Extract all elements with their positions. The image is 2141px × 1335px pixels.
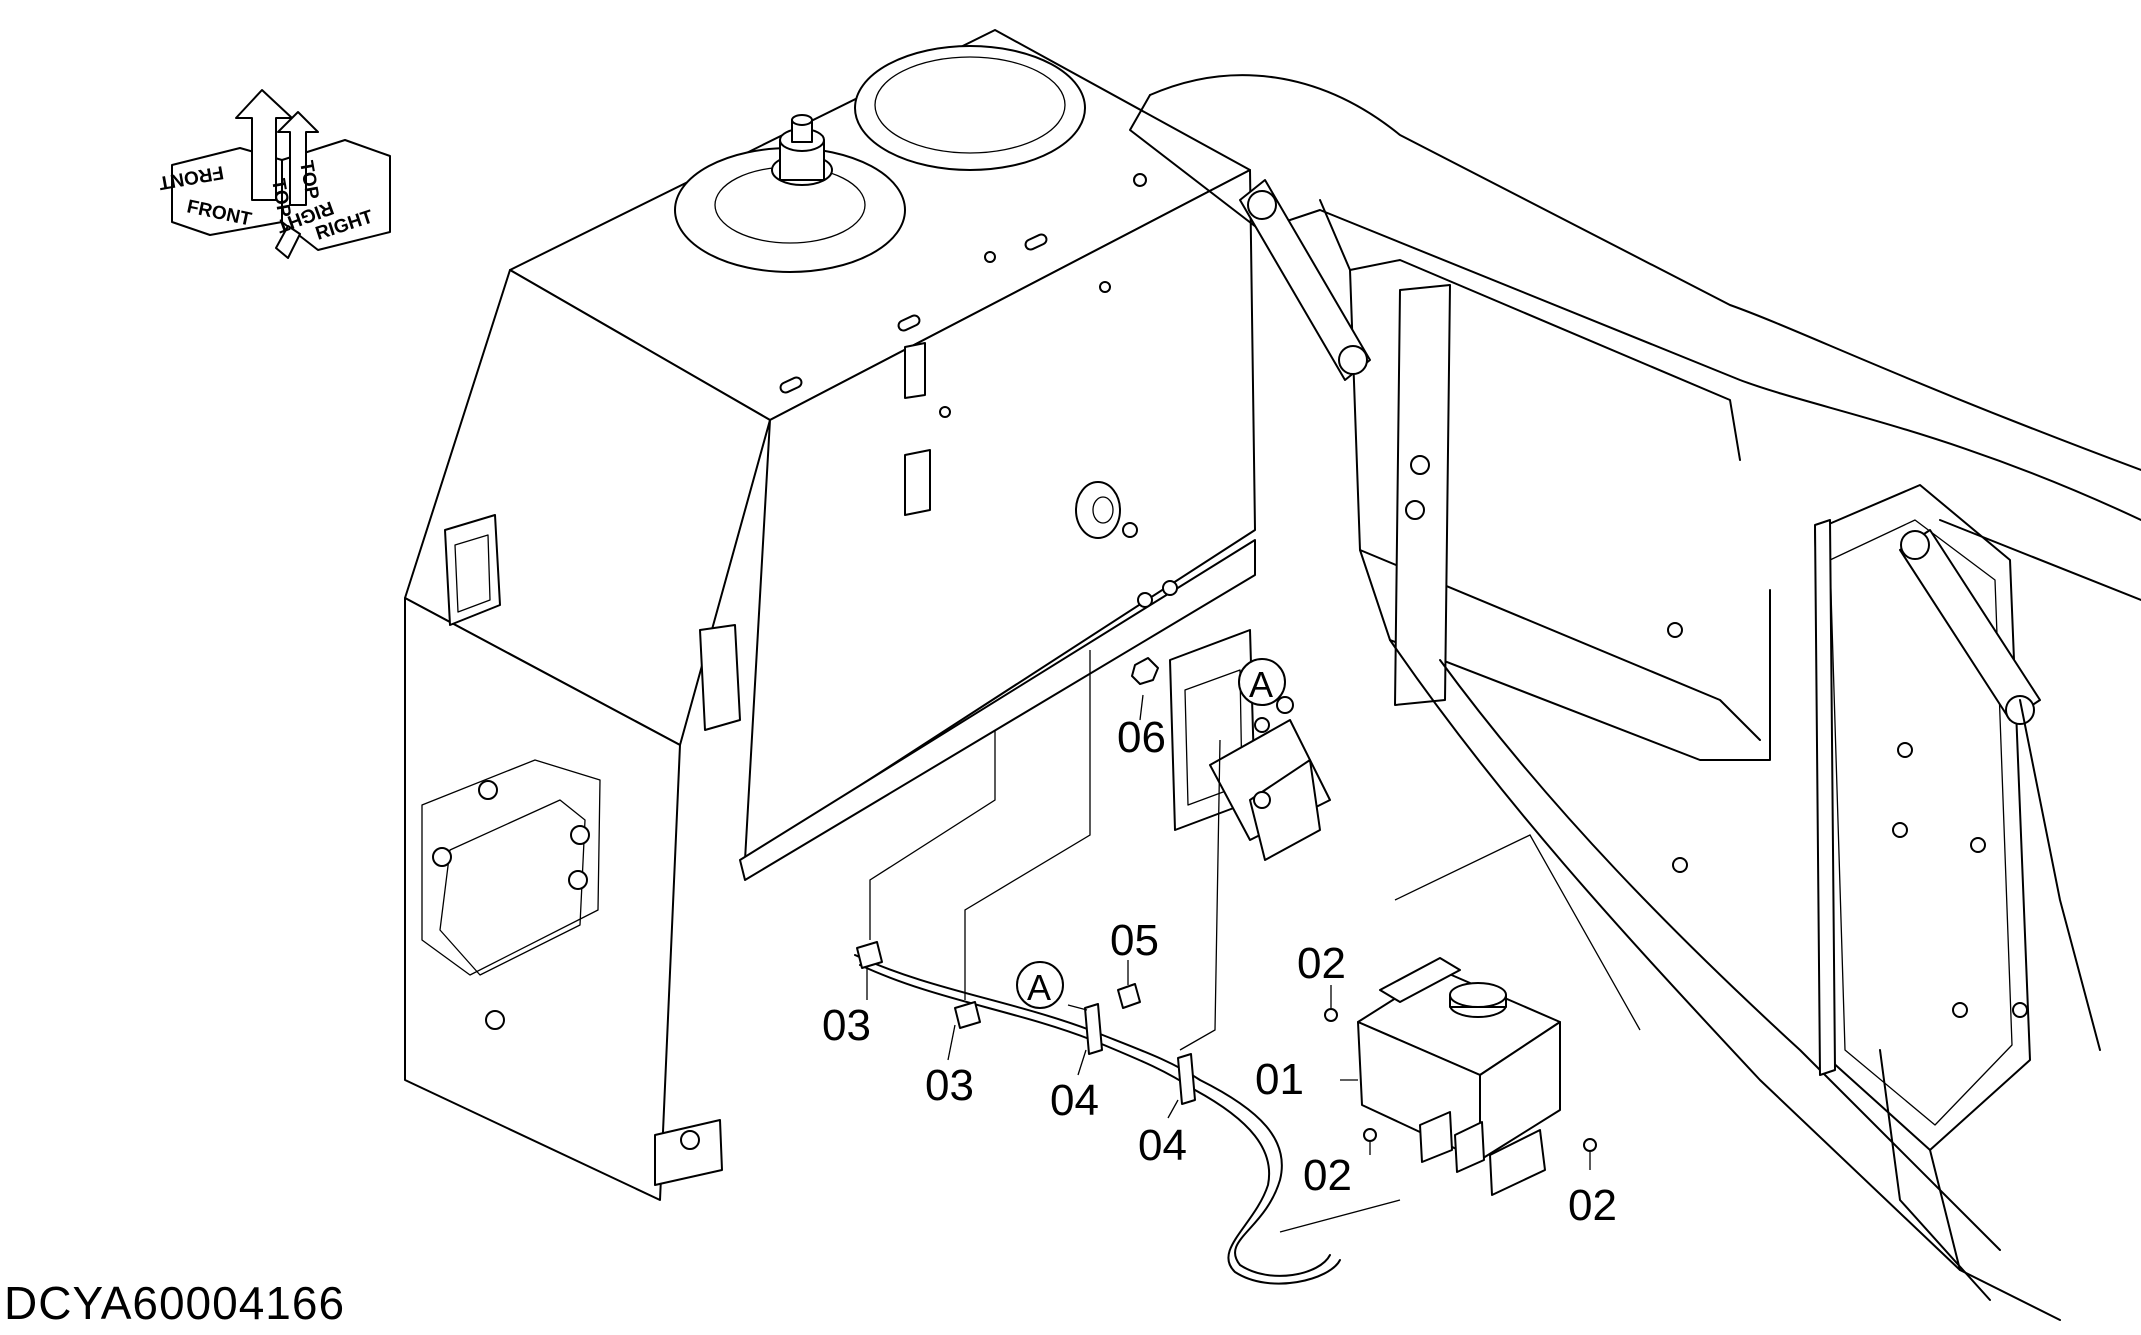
top-caps (674, 45, 1086, 273)
callout-05: 05 (1110, 916, 1159, 965)
callout-04-b: 04 (1138, 1121, 1187, 1170)
callout-02-top: 02 (1297, 939, 1346, 988)
nut-06 (1131, 657, 1159, 685)
callout-04-a: 04 (1050, 1076, 1099, 1125)
arm-frame (1129, 74, 2141, 1321)
detail-a-label-lower: A (1027, 967, 1051, 1008)
detail-a-marker-upper: A (1238, 658, 1286, 706)
detail-a-label-upper: A (1249, 664, 1273, 705)
callout-leaders (866, 694, 1591, 1170)
detail-a-marker-lower: A (1016, 961, 1064, 1009)
controller-unit (1324, 957, 1597, 1196)
assembly-lines (869, 650, 1641, 1233)
callout-02-left: 02 (1303, 1151, 1352, 1200)
callout-02-right: 02 (1568, 1181, 1617, 1230)
callout-03-b: 03 (925, 1061, 974, 1110)
orientation-symbol: FRONT FRONT TOP TOP RIGHT RIGHT (157, 89, 391, 259)
document-id: DCYA60004166 (4, 1277, 346, 1329)
callout-01: 01 (1255, 1055, 1304, 1104)
callout-labels: 01 02 02 02 03 03 04 04 05 06 (822, 713, 1617, 1230)
callout-03-a: 03 (822, 1001, 871, 1050)
callout-06: 06 (1117, 713, 1166, 762)
lower-bracket (1209, 696, 1331, 861)
wire-harness (854, 941, 1341, 1285)
